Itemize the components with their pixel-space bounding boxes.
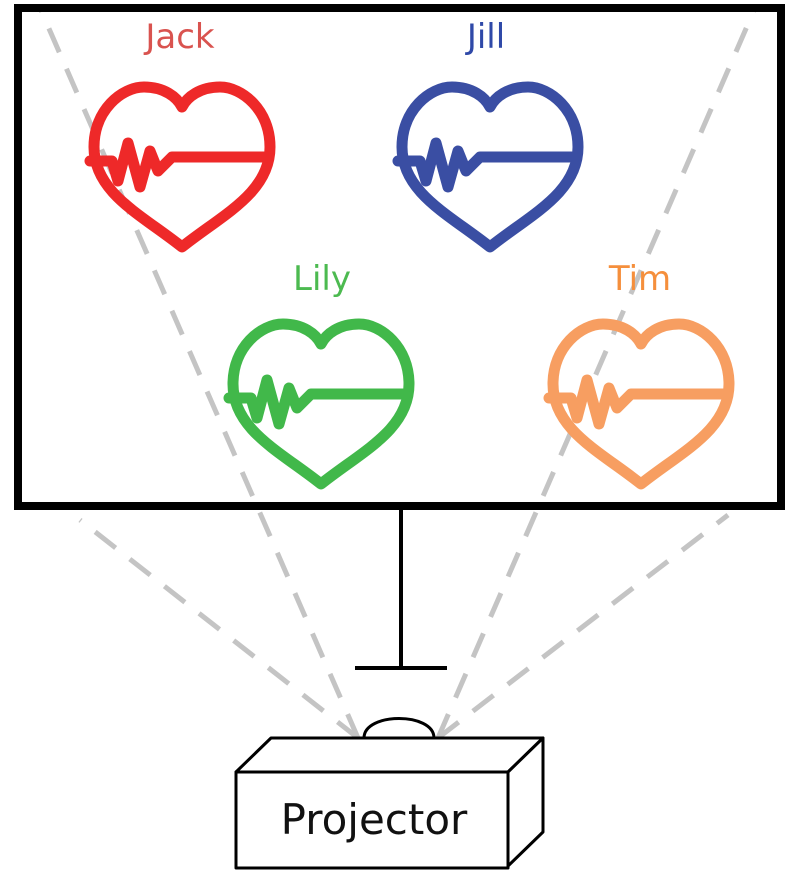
heart-pulse-icon — [392, 81, 584, 253]
projector-front-face — [234, 770, 510, 870]
heart-group-lily: Lily — [223, 259, 415, 490]
heart-pulse-icon — [543, 318, 735, 490]
participant-name-lily: Lily — [293, 259, 351, 299]
beam-mid-left — [78, 518, 360, 740]
heart-pulse-icon — [84, 81, 276, 253]
projector: Projector — [234, 717, 545, 870]
heart-group-tim: Tim — [543, 259, 735, 490]
projector-top-face — [234, 736, 545, 774]
participant-name-jill: Jill — [465, 17, 505, 57]
projector-label: Projector — [281, 795, 468, 844]
projection-beams — [37, 7, 758, 740]
heart-pulse-icon — [223, 318, 415, 490]
beam-far-right — [436, 513, 730, 740]
participant-name-tim: Tim — [608, 259, 671, 299]
beam-mid-right — [435, 7, 758, 739]
projector-lens-icon — [362, 717, 436, 740]
beam-far-left — [37, 7, 361, 739]
projection-screen — [14, 4, 785, 510]
heart-group-jack: Jack — [84, 17, 276, 253]
participant-name-jack: Jack — [143, 17, 215, 57]
heart-group-jill: Jill — [392, 17, 584, 253]
